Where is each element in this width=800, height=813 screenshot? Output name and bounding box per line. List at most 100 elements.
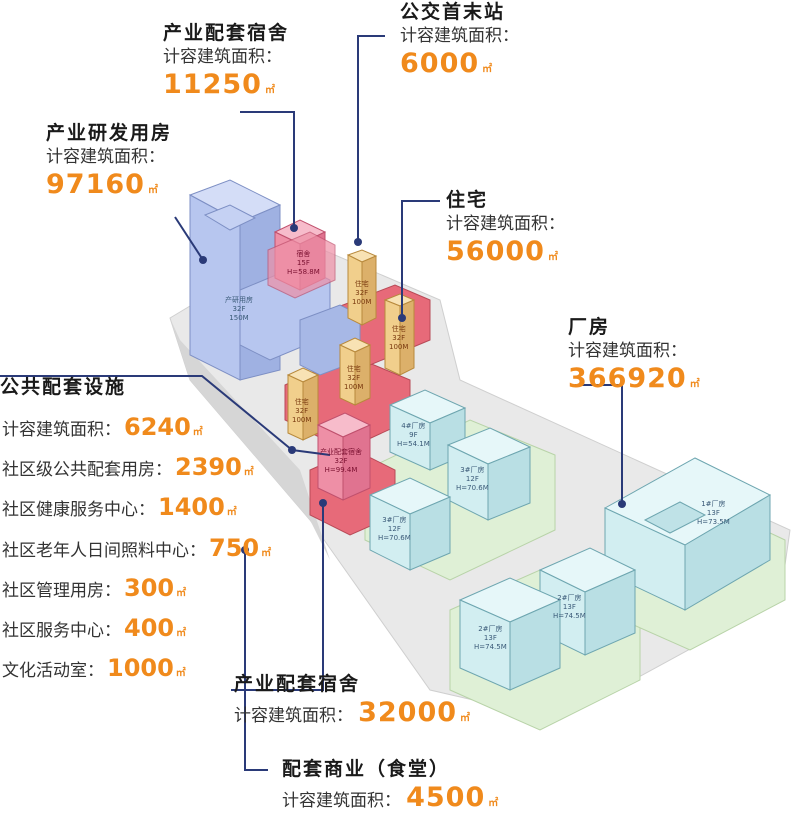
- callout-dorm-bottom-title: 产业配套宿舍: [234, 673, 361, 695]
- factory-3b-label-name: 3#厂房: [382, 516, 407, 524]
- residential-4-label-height: 100M: [292, 416, 312, 424]
- residential-3-label-name: 住宅: [346, 365, 361, 373]
- public-row-1-unit: ㎡: [243, 467, 254, 478]
- public-row-2-number: 1400: [158, 493, 225, 521]
- leader-dot-public: [288, 446, 296, 454]
- dorm-tower-label: 宿舍 15F H=58.8M: [287, 250, 320, 277]
- leader-commercial: [244, 550, 268, 771]
- callout-rnd-unit: ㎡: [147, 185, 159, 196]
- leader-factory: [575, 384, 623, 504]
- public-row-3-unit: ㎡: [261, 548, 272, 559]
- callout-dorm-bottom-number: 32000: [358, 697, 458, 728]
- factory-3b-label: 3#厂房 12F H=70.6M: [378, 516, 411, 543]
- residential-tower-1: [346, 249, 378, 326]
- residential-1-label-name: 住宅: [354, 280, 369, 288]
- factory-1-label-height: H=73.5M: [697, 518, 730, 526]
- residential-4-label: 住宅 32F 100M: [292, 398, 311, 425]
- factory-3a-label: 3#厂房 12F H=70.6M: [456, 466, 489, 493]
- callout-bus-unit: ㎡: [482, 64, 494, 75]
- callout-dorm-bottom-sublabel: 计容建筑面积：: [234, 706, 353, 726]
- callout-commercial-unit: ㎡: [488, 798, 500, 809]
- factory-4-label-floors: 9F: [409, 431, 418, 439]
- rnd-tower-label-name: 产研用房: [225, 296, 253, 304]
- residential-1-label: 住宅 32F 100M: [352, 280, 371, 307]
- leader-housing: [401, 200, 440, 318]
- callout-housing-unit: ㎡: [547, 252, 559, 263]
- dorm-tower-label-height: H=58.8M: [287, 268, 320, 276]
- factory-4-label-height: H=54.1M: [397, 440, 430, 448]
- residential-2-label-floors: 32F: [392, 334, 406, 342]
- public-row-2-label: 社区健康服务中心：: [2, 500, 155, 520]
- residential-4-label-name: 住宅: [294, 398, 309, 406]
- public-row-4-number: 300: [124, 574, 175, 602]
- callout-factory-unit: ㎡: [689, 379, 701, 390]
- callout-commercial-sublabel: 计容建筑面积：: [282, 791, 401, 811]
- factory-2a-label-name: 2#厂房: [557, 594, 582, 602]
- factory-4-label-name: 4#厂房: [401, 422, 426, 430]
- public-row-5-number: 400: [124, 614, 175, 642]
- public-row-5-label: 社区服务中心：: [2, 621, 121, 641]
- factory-4-label: 4#厂房 9F H=54.1M: [397, 422, 430, 449]
- public-row-5-unit: ㎡: [176, 628, 187, 639]
- callout-housing-title: 住宅: [446, 189, 489, 211]
- leader-dot-housing: [398, 314, 406, 322]
- factory-3a-label-name: 3#厂房: [460, 466, 485, 474]
- factory-2a-label-floors: 13F: [562, 603, 576, 611]
- leader-dot-rnd: [199, 256, 207, 264]
- residential-3-label-height: 100M: [344, 383, 364, 391]
- callout-factory-number: 366920: [568, 363, 687, 394]
- leader-public: [0, 375, 293, 451]
- factory-2a: [538, 547, 637, 656]
- leader-dorm-top: [240, 111, 295, 228]
- residential-3-label: 住宅 32F 100M: [344, 365, 363, 392]
- factory-2a-label-height: H=74.5M: [553, 612, 586, 620]
- dorm-tower-podium: [267, 231, 336, 299]
- callout-dorm-top-number: 11250: [163, 69, 262, 100]
- factory-3a: [446, 427, 532, 521]
- industrial-dorm-label-name: 产业配套宿舍: [320, 448, 362, 456]
- factory-2b-label-floors: 13F: [483, 634, 497, 642]
- factory-2b-label: 2#厂房 13F H=74.5M: [474, 625, 507, 652]
- callout-rnd-title: 产业研发用房: [46, 122, 173, 144]
- factory-4: [388, 389, 467, 471]
- residential-2-label-name: 住宅: [391, 325, 406, 333]
- public-row-1-label: 社区级公共配套用房：: [2, 460, 172, 480]
- residential-1-label-floors: 32F: [355, 289, 369, 297]
- public-row-3-label: 社区老年人日间照料中心：: [2, 541, 206, 561]
- callout-commercial-title: 配套商业（食堂）: [282, 758, 451, 780]
- factory-3b: [368, 477, 452, 571]
- residential-2-label-height: 100M: [389, 343, 409, 351]
- leader-lines: [0, 35, 623, 771]
- public-row-0-number: 6240: [124, 413, 191, 441]
- public-row-3-number: 750: [209, 534, 260, 562]
- callout-housing-sublabel: 计容建筑面积：: [446, 214, 565, 234]
- rnd-tower-label-floors: 32F: [232, 305, 246, 313]
- factory-2a-label: 2#厂房 13F H=74.5M: [553, 594, 586, 621]
- leader-rnd: [174, 216, 204, 261]
- callout-rnd-number: 97160: [46, 169, 145, 200]
- leader-dots: [199, 224, 626, 554]
- factory-3a-label-floors: 12F: [465, 475, 479, 483]
- factory-2b-label-height: H=74.5M: [474, 643, 507, 651]
- public-row-2-unit: ㎡: [226, 507, 237, 518]
- rnd-tower-label: 产研用房 32F 150M: [225, 296, 253, 323]
- callout-dorm-top-unit: ㎡: [264, 85, 276, 96]
- factory-2b-label-name: 2#厂房: [478, 625, 503, 633]
